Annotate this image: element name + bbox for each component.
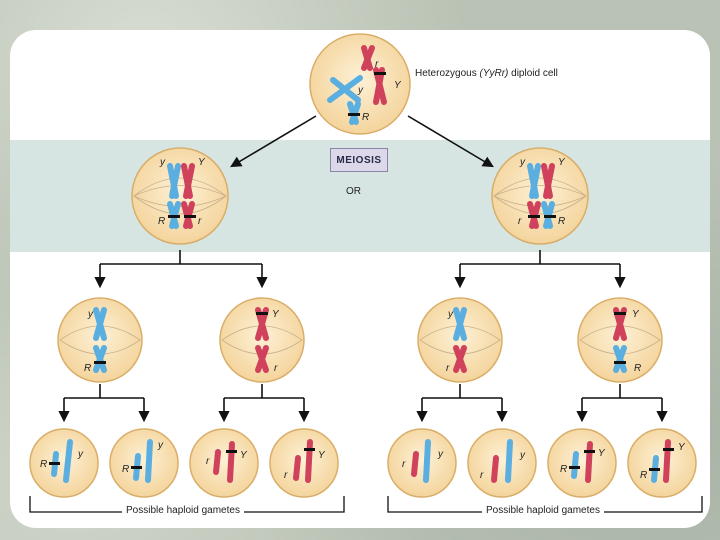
diploid-cell-label: Heterozygous (YyRr) diploid cell <box>415 68 558 79</box>
allele-y: y <box>77 449 84 460</box>
allele-y: y <box>159 157 166 168</box>
allele-y: y <box>87 309 94 320</box>
allele-y: y <box>519 450 526 461</box>
allele-r: r <box>375 59 379 70</box>
gamete-6: y r <box>467 428 537 498</box>
allele-Y: Y <box>240 450 248 461</box>
allele-R: R <box>640 470 647 481</box>
allele-R: R <box>560 464 567 475</box>
gamete-4: Y r <box>269 428 339 498</box>
branch-gametes <box>58 384 668 423</box>
chromosome-red-long <box>373 67 387 105</box>
allele-y: y <box>519 157 526 168</box>
allele-Y: Y <box>678 442 686 453</box>
gametes-label-left: Possible haploid gametes <box>122 505 244 516</box>
chromosome-red-short <box>361 45 375 71</box>
branch-right <box>454 250 626 289</box>
gametes-label-right: Possible haploid gametes <box>482 505 604 516</box>
branch-left <box>94 250 268 289</box>
allele-y: y <box>357 85 364 96</box>
metaphase-cell-right: y Y r R <box>491 147 589 245</box>
meiosis2-cell-4: Y R <box>577 297 663 383</box>
allele-R: R <box>634 363 641 374</box>
allele-y: y <box>437 449 444 460</box>
allele-R: R <box>84 363 91 374</box>
meiosis-label: MEIOSIS <box>330 148 388 172</box>
allele-Y: Y <box>272 309 280 320</box>
allele-y: y <box>447 309 454 320</box>
allele-r: r <box>402 459 406 470</box>
gamete-2: y R <box>109 428 179 498</box>
arrow-to-left-metaphase <box>230 115 317 168</box>
meiosis2-cell-2: Y r <box>219 297 305 383</box>
allele-r: r <box>274 363 278 374</box>
allele-Y: Y <box>558 157 566 168</box>
diploid-cell: y Y R r <box>309 33 411 135</box>
meiosis2-cell-3: y r <box>417 297 503 383</box>
chromosome-blue-long <box>327 75 363 103</box>
allele-R: R <box>158 216 165 227</box>
label-suffix: diploid cell <box>508 68 558 79</box>
gamete-1: y R <box>29 428 99 498</box>
allele-Y: Y <box>632 309 640 320</box>
gamete-3: Y r <box>189 428 259 498</box>
allele-y: y <box>157 440 164 451</box>
meiosis2-cell-1: y R <box>57 297 143 383</box>
allele-r: r <box>480 470 484 481</box>
allele-Y: Y <box>394 80 402 91</box>
allele-r: r <box>206 456 210 467</box>
gamete-8: Y R <box>627 428 697 498</box>
metaphase-cell-left: y Y R r <box>131 147 229 245</box>
gamete-5: y r <box>387 428 457 498</box>
arrow-to-right-metaphase <box>407 115 494 168</box>
allele-r: r <box>446 363 450 374</box>
allele-Y: Y <box>598 448 606 459</box>
allele-r: r <box>198 216 202 227</box>
or-label: OR <box>346 186 361 197</box>
allele-R: R <box>122 464 129 475</box>
gamete-7: Y R <box>547 428 617 498</box>
label-genotype: (YyRr) <box>479 68 509 79</box>
allele-R: R <box>362 112 369 123</box>
allele-r: r <box>284 470 288 481</box>
allele-r: r <box>518 216 522 227</box>
chromosome-blue-short <box>347 101 361 125</box>
allele-Y: Y <box>318 450 326 461</box>
allele-R: R <box>558 216 565 227</box>
allele-Y: Y <box>198 157 206 168</box>
label-prefix: Heterozygous <box>415 68 480 79</box>
allele-R: R <box>40 459 47 470</box>
